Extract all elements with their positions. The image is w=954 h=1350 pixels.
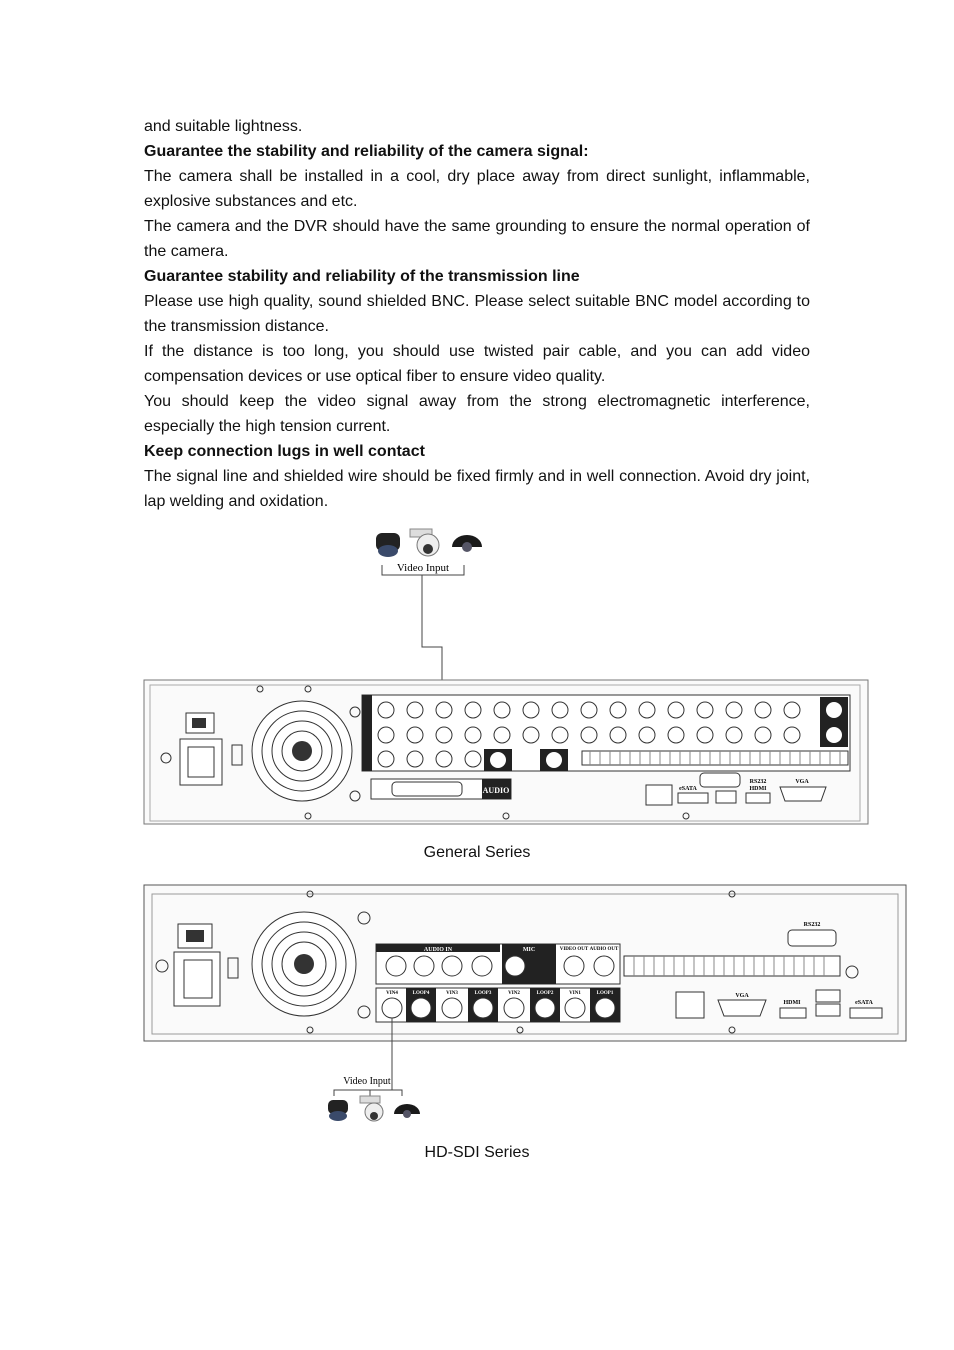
vga-label: VGA xyxy=(795,779,809,785)
camera-icons xyxy=(376,528,482,557)
hd-sdi-series-diagram: AUDIO IN MIC VIDEO OUT AUDIO OUT VIN4 LO… xyxy=(143,884,907,1122)
port-label: VIN4 xyxy=(386,991,398,996)
port-label: LOOP4 xyxy=(413,991,430,996)
body-text: and suitable lightness. Guarantee the st… xyxy=(144,114,810,514)
mic-label: MIC xyxy=(523,947,535,953)
esata-label: eSATA xyxy=(679,786,697,792)
audio-in-label: AUDIO IN xyxy=(424,947,453,953)
rs232-label: RS232 xyxy=(750,779,767,785)
paragraph: You should keep the video signal away fr… xyxy=(144,393,810,435)
dvr-rear-panel-hdsdi: AUDIO IN MIC VIDEO OUT AUDIO OUT VIN4 LO… xyxy=(143,884,907,1042)
port-label: LOOP3 xyxy=(475,991,492,996)
audio-label: AUDIO xyxy=(483,786,510,795)
section-heading: Guarantee the stability and reliability … xyxy=(144,143,589,160)
paragraph: The camera and the DVR should have the s… xyxy=(144,218,810,260)
paragraph: The camera shall be installed in a cool,… xyxy=(144,168,810,210)
paragraph: and suitable lightness. xyxy=(144,118,303,135)
port-label: LOOP2 xyxy=(537,991,554,996)
audio-out-label: AUDIO OUT xyxy=(590,947,619,952)
video-input-label-2: Video Input xyxy=(343,1076,391,1087)
vga-label-2: VGA xyxy=(735,993,749,999)
rs232-label-2: RS232 xyxy=(804,922,821,928)
esata-label-2: eSATA xyxy=(855,1000,873,1006)
hdmi-label: HDMI xyxy=(750,786,768,792)
section-heading: Guarantee stability and reliability of t… xyxy=(144,268,580,285)
hdmi-label-2: HDMI xyxy=(784,1000,802,1006)
general-series-diagram: Video Input xyxy=(143,528,869,825)
port-label: VIN3 xyxy=(446,991,458,996)
video-out-label: VIDEO OUT xyxy=(560,947,589,952)
paragraph: The signal line and shielded wire should… xyxy=(144,468,810,510)
figure-caption-general: General Series xyxy=(423,844,531,861)
paragraph: Please use high quality, sound shielded … xyxy=(144,293,810,335)
dvr-rear-panel: AUDIO eSATA RS232 HDMI VGA xyxy=(143,679,869,825)
paragraph: If the distance is too long, you should … xyxy=(144,343,810,385)
figure-caption-hdsdi: HD-SDI Series xyxy=(424,1144,530,1161)
port-label: VIN1 xyxy=(569,991,581,996)
port-label: VIN2 xyxy=(508,991,520,996)
camera-icons-2 xyxy=(328,1095,420,1122)
port-label: LOOP1 xyxy=(597,991,614,996)
video-input-label: Video Input xyxy=(397,562,449,574)
section-heading: Keep connection lugs in well contact xyxy=(144,443,425,460)
